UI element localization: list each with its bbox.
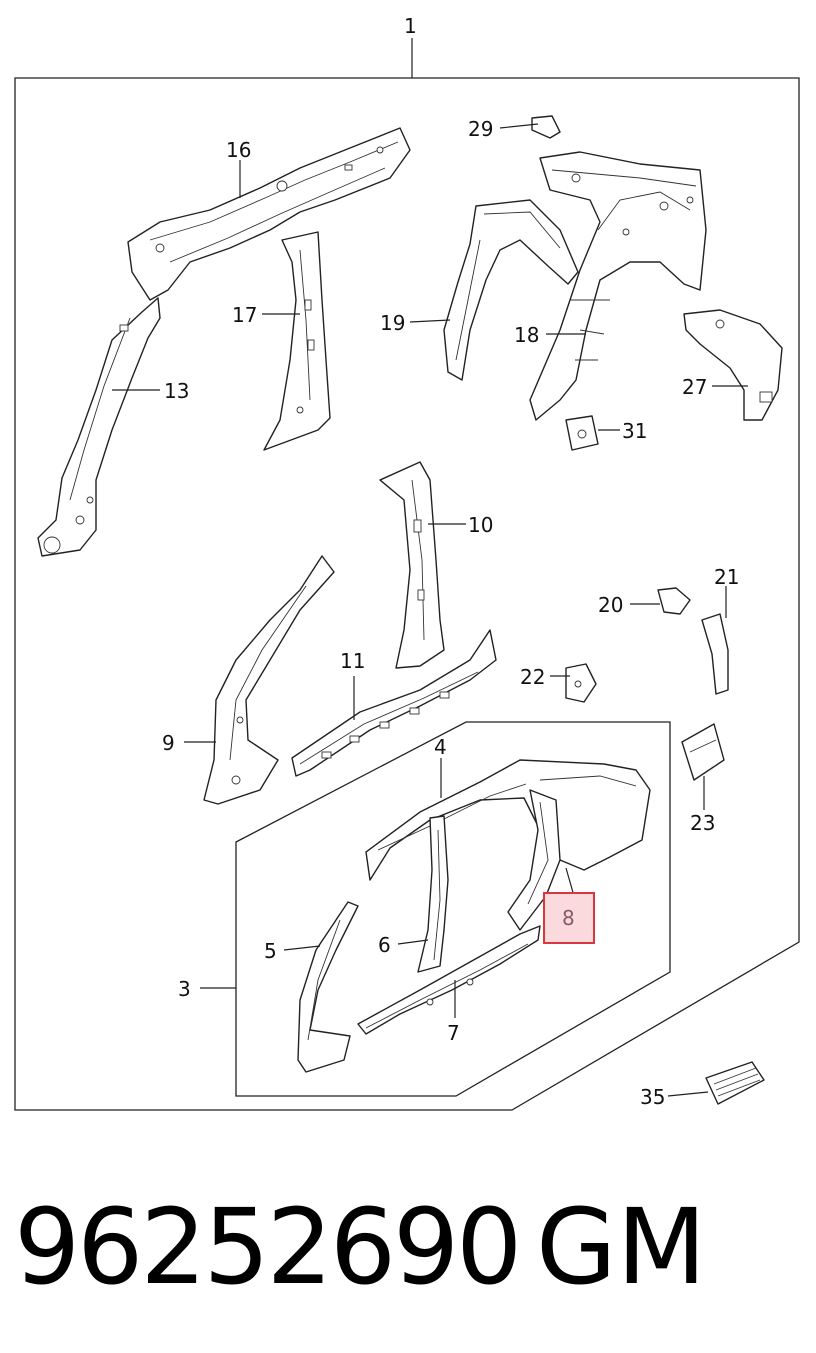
callout-7: 7 — [447, 1021, 460, 1045]
highlight-box-8 — [543, 892, 595, 944]
callout-20: 20 — [598, 593, 623, 617]
callout-27: 27 — [682, 375, 707, 399]
parts-diagram: 1 16 13 17 29 1 — [14, 14, 800, 1111]
callout-8: 8 — [562, 906, 575, 930]
part-16-roof-rail — [127, 127, 411, 301]
callout-31: 31 — [622, 419, 647, 443]
callout-3: 3 — [178, 977, 191, 1001]
callout-6: 6 — [378, 933, 391, 957]
subassembly-frame — [235, 721, 671, 1097]
part-35-vent-grille — [705, 1061, 765, 1105]
callout-11: 11 — [340, 649, 365, 673]
part-20-bracket — [657, 587, 691, 615]
callout-21: 21 — [714, 565, 739, 589]
callout-1: 1 — [404, 14, 417, 38]
callout-29: 29 — [468, 117, 493, 141]
part-21-strip — [701, 613, 729, 695]
callout-18: 18 — [514, 323, 539, 347]
callout-35: 35 — [640, 1085, 665, 1109]
callout-22: 22 — [520, 665, 545, 689]
assembly-frame — [14, 77, 800, 1111]
brand-name: GM — [536, 1186, 707, 1308]
part-23-bracket — [681, 723, 725, 781]
part-6-b-pillar-outer — [417, 815, 449, 973]
callout-9: 9 — [162, 731, 175, 755]
part-19-wheelhouse-inner — [443, 199, 579, 381]
part-5-a-pillar-outer — [297, 901, 359, 1073]
part-22-bracket — [565, 663, 597, 703]
callout-16: 16 — [226, 138, 251, 162]
callout-4: 4 — [434, 735, 447, 759]
part-18-quarter-inner — [529, 151, 707, 421]
callout-17: 17 — [232, 303, 257, 327]
part-11-rocker-reinf — [291, 629, 497, 777]
callout-5: 5 — [264, 939, 277, 963]
part-10-b-pillar-reinf — [379, 461, 445, 669]
part-13-a-pillar — [37, 297, 161, 557]
part-7-rocker-outer — [357, 925, 541, 1035]
part-31-plate — [565, 415, 599, 451]
callout-23: 23 — [690, 811, 715, 835]
callout-13: 13 — [164, 379, 189, 403]
part-27-lamp-pocket — [683, 309, 783, 421]
callout-19: 19 — [380, 311, 405, 335]
callout-10: 10 — [468, 513, 493, 537]
part-17-b-pillar-inner — [263, 231, 331, 451]
part-29-bracket — [531, 115, 561, 139]
part-8-quarter-outer — [507, 789, 561, 931]
part-number: 96252690 — [14, 1186, 522, 1308]
part-4-roof-side-outer — [365, 759, 651, 881]
part-9-a-pillar-lower — [203, 555, 335, 805]
